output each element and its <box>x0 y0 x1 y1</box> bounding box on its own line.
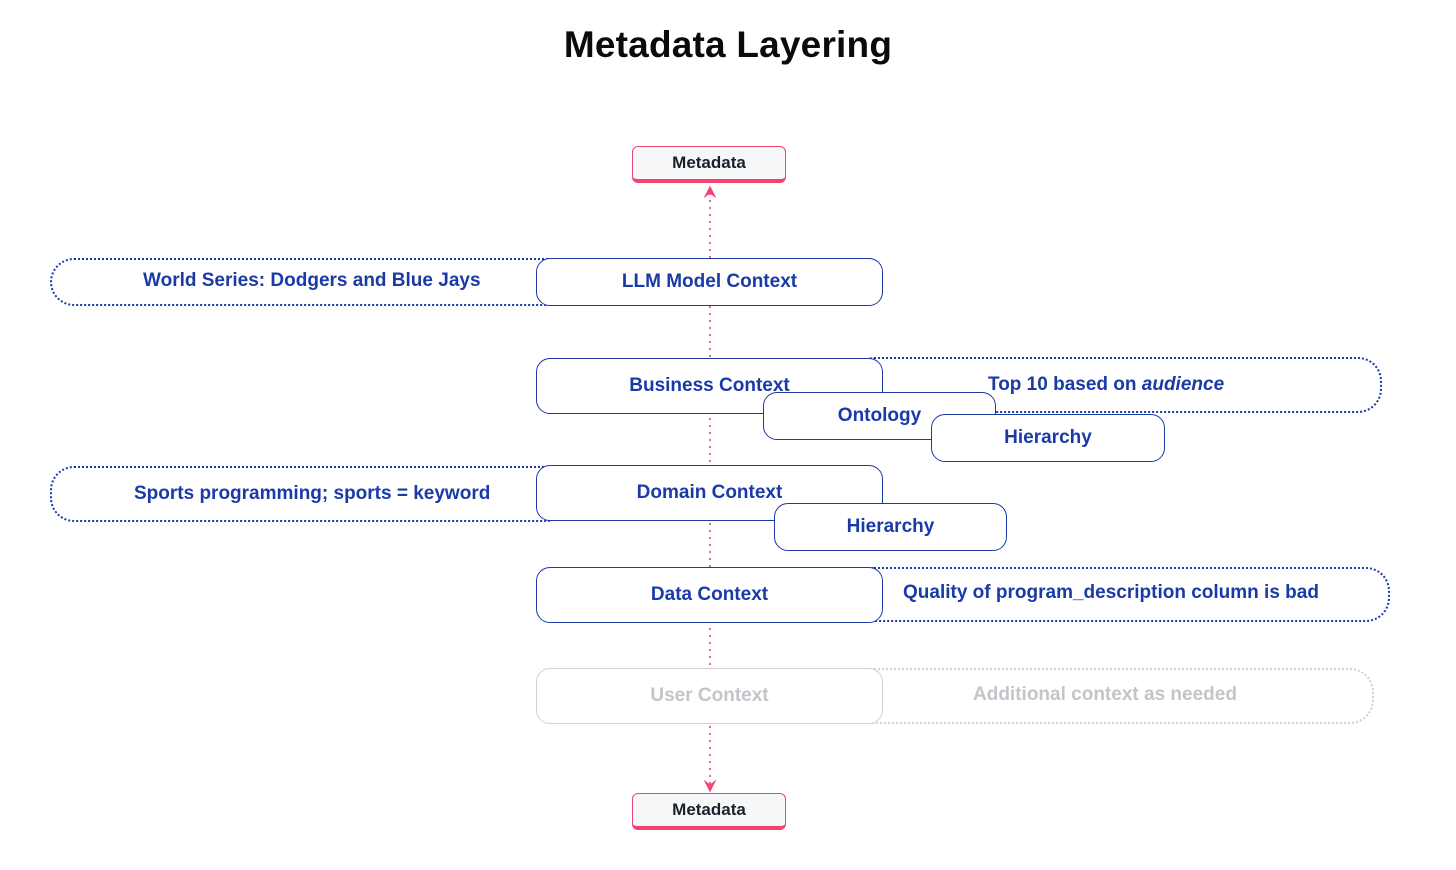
llm-note: World Series: Dodgers and Blue Jays <box>143 270 481 291</box>
data-context-node: Data Context <box>536 567 883 623</box>
metadata-box-top: Metadata <box>632 146 786 183</box>
user-note: Additional context as needed <box>973 684 1237 705</box>
metadata-box-bottom: Metadata <box>632 793 786 830</box>
page-title: Metadata Layering <box>563 24 893 65</box>
llm-model-context-node: LLM Model Context <box>536 258 883 306</box>
domain-note: Sports programming; sports = keyword <box>134 483 491 504</box>
data-note: Quality of program_description column is… <box>903 582 1319 603</box>
business-hierarchy-node: Hierarchy <box>931 414 1165 462</box>
domain-hierarchy-node: Hierarchy <box>774 503 1007 551</box>
business-note: Top 10 based on audience <box>988 374 1224 396</box>
business-note-prefix: Top 10 based on <box>988 374 1142 395</box>
business-note-emphasis: audience <box>1141 374 1225 395</box>
user-context-node: User Context <box>536 668 883 724</box>
domain-context-node: Domain Context <box>536 465 883 521</box>
